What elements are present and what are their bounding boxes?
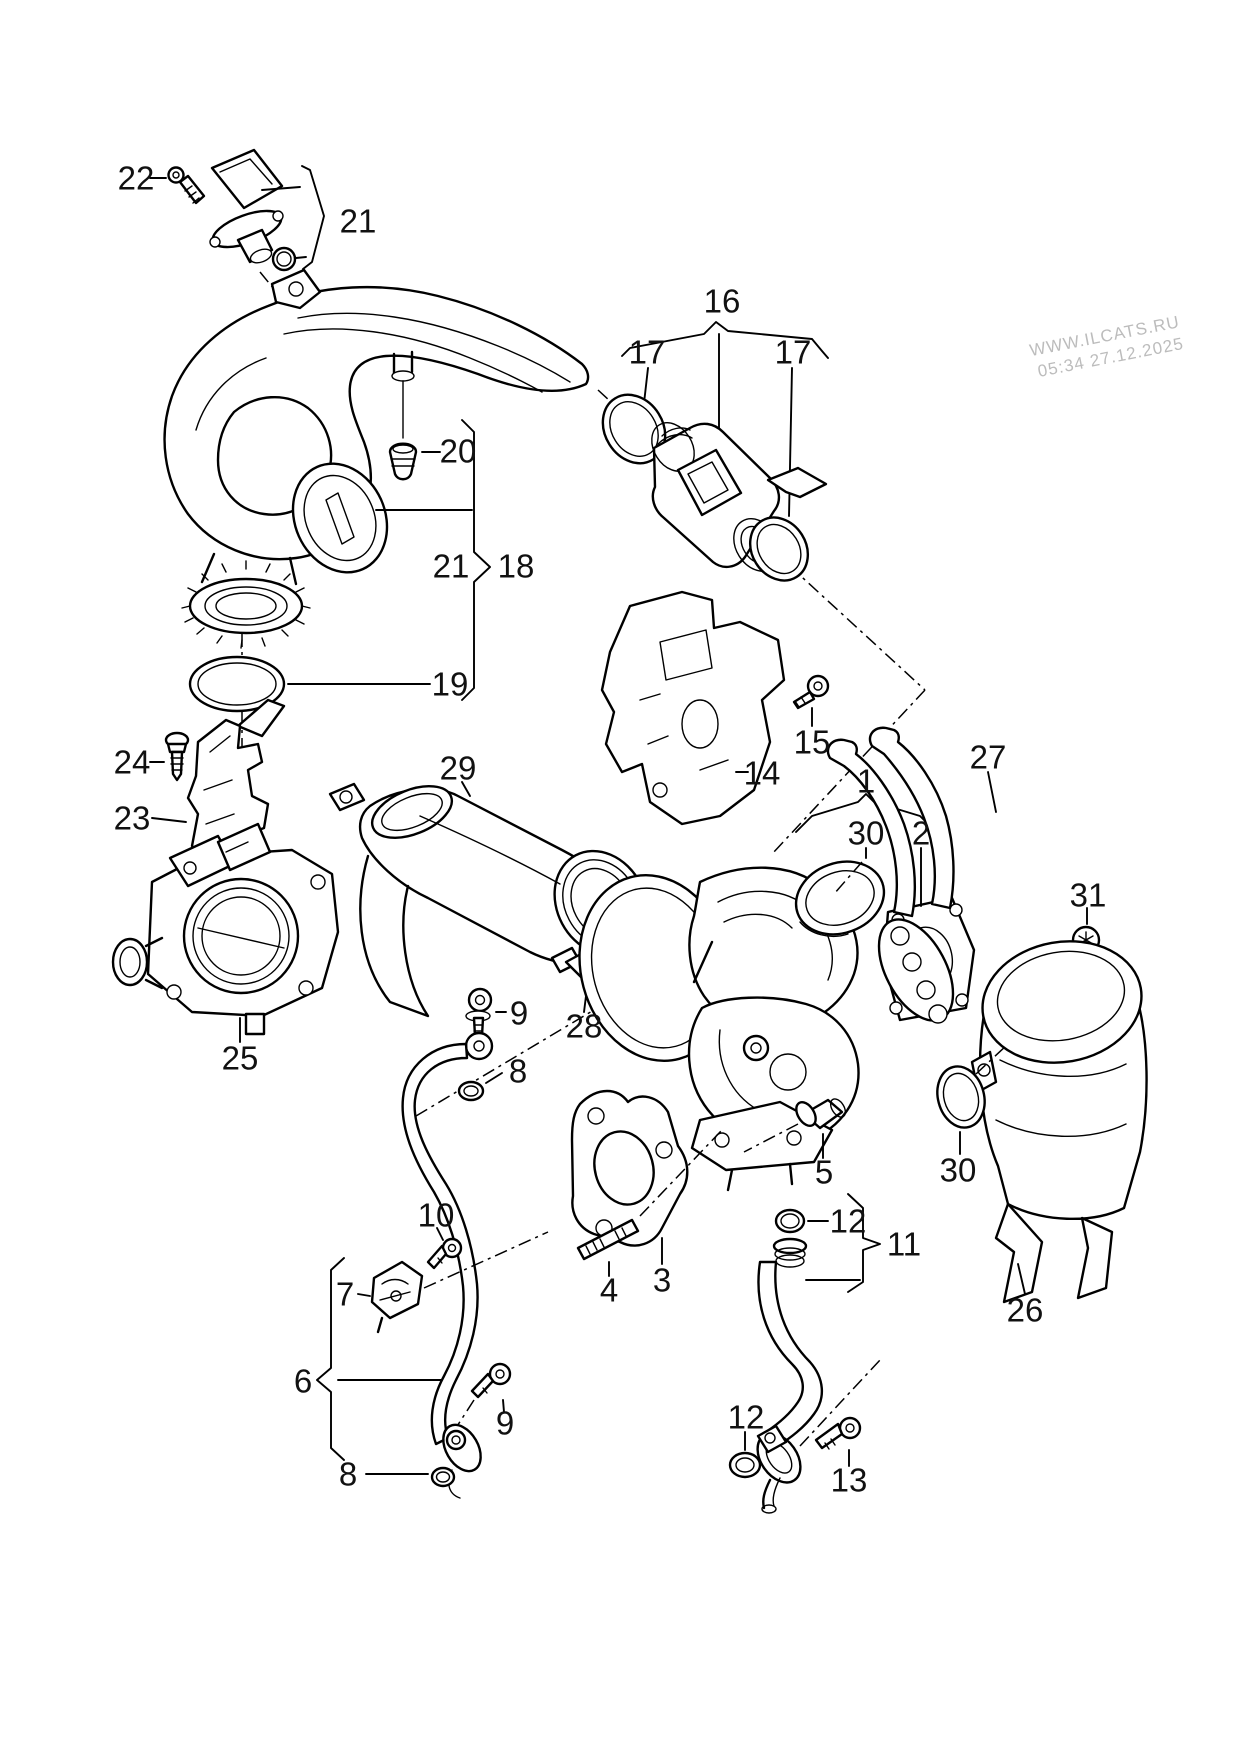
callout-2: 2 [912, 815, 930, 852]
callout-24: 24 [114, 744, 151, 781]
callout-1: 1 [857, 763, 875, 800]
callout-31: 31 [1070, 877, 1107, 914]
callout-26: 26 [1007, 1292, 1044, 1329]
part-oil-supply-pipe-6 [316, 987, 549, 1499]
callout-19: 19 [432, 666, 469, 703]
callout-7: 7 [336, 1276, 354, 1313]
callout-30: 30 [848, 815, 885, 852]
part-oil-return-pipe-11 [728, 1193, 881, 1514]
callout-16: 16 [704, 283, 741, 320]
part-air-unit-26 [743, 940, 1148, 1304]
callout-30: 30 [940, 1152, 977, 1189]
callout-21: 21 [433, 548, 470, 585]
callout-6: 6 [294, 1363, 312, 1400]
part-position-sensor-21-22 [149, 148, 325, 272]
part-gasket-3-stud-4 [570, 1089, 723, 1277]
part-intake-manifold-18 [163, 268, 590, 713]
callout-12: 12 [830, 1203, 867, 1240]
callout-8: 8 [339, 1456, 357, 1493]
callout-9: 9 [510, 995, 528, 1032]
watermark: WWW.ILCATS.RU 05:34 27.12.2025 [1028, 312, 1185, 381]
callout-23: 23 [114, 800, 151, 837]
callout-8: 8 [509, 1053, 527, 1090]
part-heat-shield-14-screw-15 [600, 590, 830, 826]
callout-28: 28 [566, 1008, 603, 1045]
callout-17: 17 [629, 334, 666, 371]
callout-17: 17 [775, 334, 812, 371]
callout-27: 27 [970, 739, 1007, 776]
callout-3: 3 [653, 1262, 671, 1299]
callout-10: 10 [418, 1197, 455, 1234]
callout-25: 25 [222, 1040, 259, 1077]
callout-labels: 22 21 16 17 17 20 21 18 19 24 23 15 14 29 27 1 30 2 31 9 28 8… [114, 160, 1107, 1499]
callout-12: 12 [728, 1399, 765, 1436]
callout-21: 21 [340, 203, 377, 240]
callout-4: 4 [600, 1272, 618, 1309]
part-charge-pipe-16-seals-17 [601, 321, 829, 582]
callout-9: 9 [496, 1405, 514, 1442]
callout-5: 5 [815, 1154, 833, 1191]
callout-20: 20 [440, 433, 477, 470]
callout-22: 22 [118, 160, 155, 197]
part-coolant-pipes-27 [826, 726, 997, 1024]
callout-18: 18 [498, 548, 535, 585]
callout-11: 11 [887, 1226, 921, 1263]
callout-29: 29 [440, 750, 477, 787]
callout-14: 14 [744, 755, 781, 792]
callout-15: 15 [794, 724, 831, 761]
part-throttle-body-25 [111, 822, 340, 1043]
callout-13: 13 [831, 1462, 868, 1499]
